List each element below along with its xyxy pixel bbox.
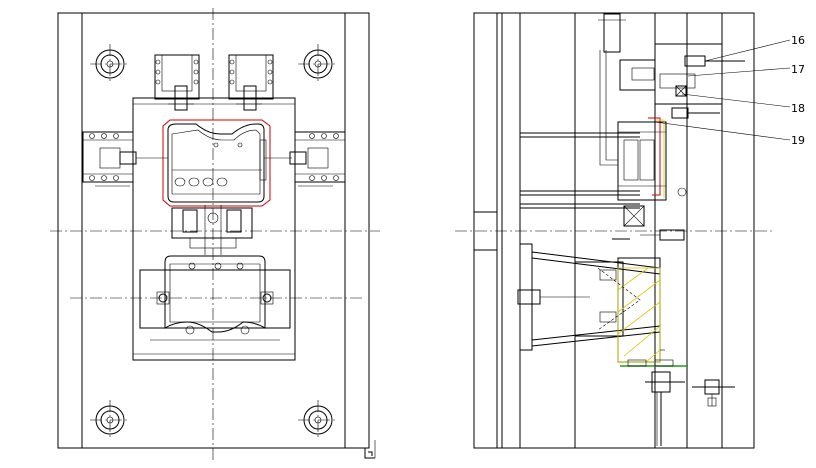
callout-19: 19 bbox=[791, 134, 805, 147]
section-view bbox=[455, 12, 791, 449]
upper-cavity bbox=[136, 119, 292, 207]
top-slide-block-left bbox=[154, 54, 200, 111]
section-outline bbox=[473, 12, 755, 449]
guide-pillar-icon bbox=[298, 400, 338, 440]
guide-pillar-icon bbox=[298, 44, 338, 84]
locating-ring bbox=[473, 211, 498, 251]
datum-mark bbox=[364, 448, 375, 459]
insert-plate bbox=[132, 97, 296, 361]
callout-18: 18 bbox=[791, 102, 805, 115]
guide-pillar-icon bbox=[90, 44, 130, 84]
core-block bbox=[617, 121, 667, 201]
core-insert bbox=[656, 119, 665, 198]
guide-pillar-icon bbox=[90, 400, 130, 440]
side-rail-left bbox=[82, 131, 137, 187]
cavity-plate-outline bbox=[81, 12, 346, 449]
callout-16: 16 bbox=[791, 34, 805, 47]
lower-cavity bbox=[139, 255, 291, 341]
core-highlight bbox=[648, 117, 661, 196]
side-rail-right bbox=[289, 131, 346, 187]
callout-17: 17 bbox=[791, 63, 805, 76]
bolt-icon bbox=[692, 379, 735, 407]
cavity-highlight bbox=[162, 119, 271, 207]
lower-slide-insert bbox=[617, 267, 661, 363]
clamp-plate-outline bbox=[57, 12, 370, 449]
plan-view bbox=[50, 8, 380, 460]
top-slide-block-right bbox=[228, 54, 274, 111]
gate-region bbox=[171, 205, 253, 255]
